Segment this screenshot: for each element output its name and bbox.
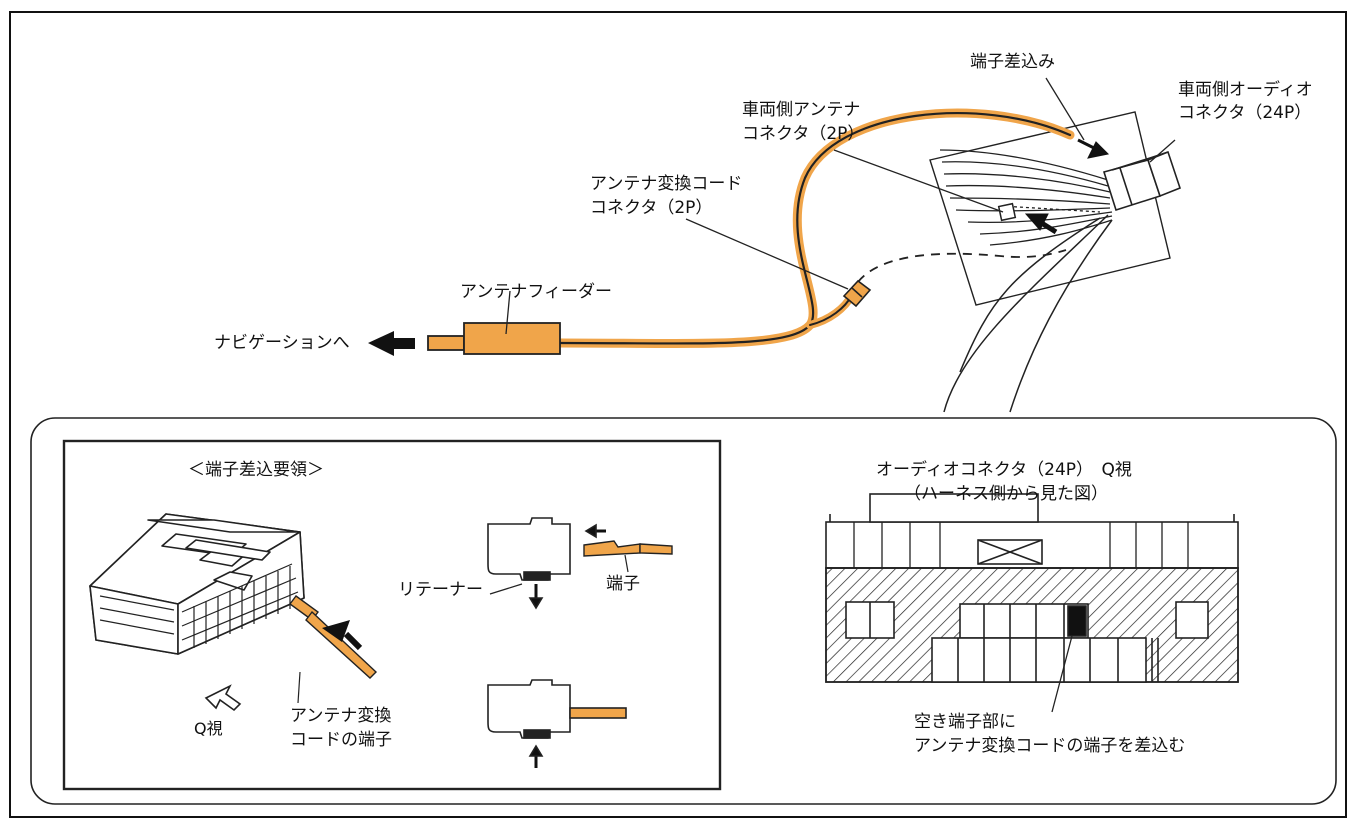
leader-lines-top <box>505 77 1176 335</box>
label-terminal-insert: 端子差込み <box>970 52 1055 72</box>
label-antenna-cord-terminal-2: コードの端子 <box>290 730 392 750</box>
insert-direction-arrow <box>322 620 350 642</box>
diagram-frame <box>9 11 1347 818</box>
audio-connector-front-view <box>825 493 1239 683</box>
retainer-diagram-bottom <box>487 679 627 768</box>
retainer-diagram-top <box>487 517 606 610</box>
label-empty-slot-note-2: アンテナ変換コードの端子を差込む <box>914 736 1186 756</box>
label-vehicle-antenna-connector-2: コネクタ（2P） <box>742 124 865 144</box>
label-to-navigation: ナビゲーションへ <box>214 333 350 353</box>
dashed-cord-route <box>857 249 1067 283</box>
label-antenna-cord-terminal-1: アンテナ変換 <box>290 706 392 726</box>
vehicle-audio-connector-24p <box>1102 150 1181 212</box>
label-empty-slot-note-1: 空き端子部に <box>914 712 1016 732</box>
label-vehicle-audio-connector-1: 車両側オーディオ <box>1178 80 1313 100</box>
to-navigation-arrow <box>368 331 415 356</box>
hanging-cables <box>943 214 1113 413</box>
insert-arrows <box>1024 138 1110 235</box>
connector-view-subtitle: （ハーネス側から見た図） <box>904 484 1108 504</box>
vehicle-harness-wires <box>939 149 1113 246</box>
connector-view-title: オーディオコネクタ（24P） Q視 <box>876 460 1132 480</box>
label-q-view: Q視 <box>194 719 223 738</box>
label-antenna-conversion-connector-2: コネクタ（2P） <box>590 198 713 218</box>
audio-connector-isometric <box>89 513 305 655</box>
label-terminal: 端子 <box>606 574 640 594</box>
label-vehicle-audio-connector-2: コネクタ（24P） <box>1178 103 1312 123</box>
antenna-feeder <box>427 322 561 355</box>
label-antenna-conversion-connector-1: アンテナ変換コード <box>590 174 743 194</box>
label-vehicle-antenna-connector-1: 車両側アンテナ <box>742 100 861 120</box>
q-view-arrow-icon <box>204 684 242 712</box>
insertion-procedure-title: ＜端子差込要領＞ <box>188 460 324 480</box>
vehicle-antenna-connector-2p <box>997 202 1017 222</box>
empty-slot-leader <box>1051 635 1073 713</box>
label-antenna-feeder: アンテナフィーダー <box>460 282 612 302</box>
conversion-cord-connector-2p <box>842 279 872 308</box>
terminal-piece-top <box>583 540 673 557</box>
label-retainer: リテーナー <box>398 580 483 600</box>
